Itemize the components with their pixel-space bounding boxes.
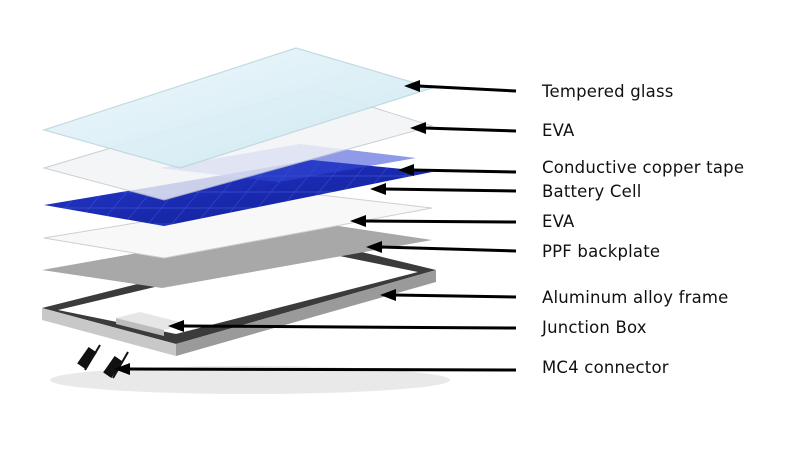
- ppf-backplate-layer: [42, 222, 432, 288]
- battery-cell-layer: [44, 160, 432, 226]
- label-eva-bottom: EVA: [542, 212, 575, 231]
- label-battery-cell: Battery Cell: [542, 182, 642, 201]
- mc4-connector-layer: [77, 344, 129, 379]
- callout-arrows: [114, 80, 517, 375]
- label-eva-top: EVA: [542, 121, 575, 140]
- label-copper-tape: Conductive copper tape: [542, 158, 745, 177]
- label-tempered-glass: Tempered glass: [542, 82, 674, 101]
- label-junction-box: Junction Box: [542, 318, 647, 337]
- label-mc4-connector: MC4 connector: [542, 358, 669, 377]
- label-ppf-backplate: PPF backplate: [542, 242, 661, 261]
- panel-shadow: [50, 366, 450, 394]
- label-aluminum-frame: Aluminum alloy frame: [542, 288, 729, 307]
